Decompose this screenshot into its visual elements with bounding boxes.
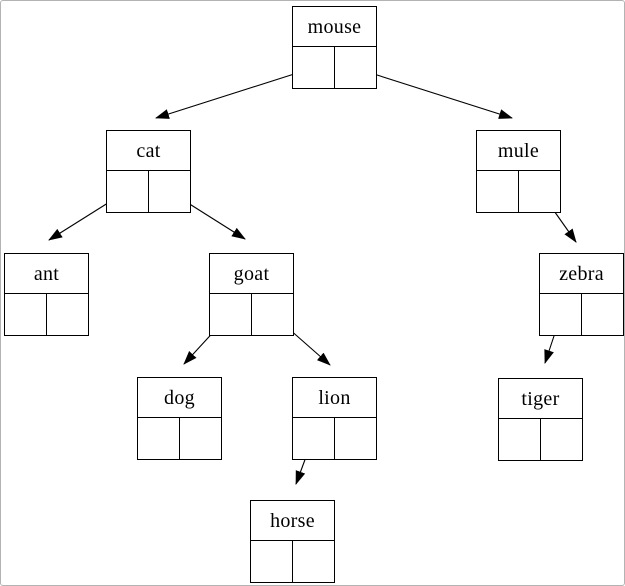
- edge-mouse-left-cat: [155, 67, 314, 119]
- pointer-cells: [251, 541, 334, 582]
- left-pointer-cell: [138, 418, 180, 459]
- left-pointer-cell: [293, 418, 335, 459]
- node-label: horse: [251, 501, 334, 541]
- pointer-cells: [5, 294, 88, 335]
- node-label: cat: [107, 131, 190, 171]
- left-pointer-cell: [540, 294, 582, 335]
- right-pointer-cell: [519, 171, 560, 212]
- edge-mouse-right-mule: [354, 67, 513, 119]
- right-pointer-cell: [541, 419, 582, 460]
- left-pointer-cell: [210, 294, 252, 335]
- node-label: zebra: [540, 254, 623, 294]
- right-pointer-cell: [335, 47, 376, 88]
- left-pointer-cell: [5, 294, 47, 335]
- right-pointer-cell: [335, 418, 376, 459]
- tree-node-lion: lion: [292, 377, 377, 460]
- tree-node-horse: horse: [250, 500, 335, 583]
- right-pointer-cell: [582, 294, 623, 335]
- right-pointer-cell: [180, 418, 221, 459]
- pointer-cells: [477, 171, 560, 212]
- tree-node-dog: dog: [137, 377, 222, 460]
- tree-node-tiger: tiger: [498, 378, 583, 461]
- tree-node-mouse: mouse: [292, 6, 377, 89]
- tree-node-cat: cat: [106, 130, 191, 213]
- pointer-cells: [540, 294, 623, 335]
- right-pointer-cell: [149, 171, 190, 212]
- right-pointer-cell: [293, 541, 334, 582]
- pointer-cells: [107, 171, 190, 212]
- left-pointer-cell: [107, 171, 149, 212]
- pointer-cells: [138, 418, 221, 459]
- node-label: lion: [293, 378, 376, 418]
- tree-node-ant: ant: [4, 253, 89, 336]
- pointer-cells: [210, 294, 293, 335]
- left-pointer-cell: [499, 419, 541, 460]
- tree-node-goat: goat: [209, 253, 294, 336]
- left-pointer-cell: [293, 47, 335, 88]
- pointer-cells: [293, 47, 376, 88]
- node-label: tiger: [499, 379, 582, 419]
- node-label: dog: [138, 378, 221, 418]
- tree-node-mule: mule: [476, 130, 561, 213]
- pointer-cells: [293, 418, 376, 459]
- left-pointer-cell: [477, 171, 519, 212]
- right-pointer-cell: [47, 294, 88, 335]
- right-pointer-cell: [252, 294, 293, 335]
- pointer-cells: [499, 419, 582, 460]
- node-label: goat: [210, 254, 293, 294]
- tree-node-zebra: zebra: [539, 253, 624, 336]
- node-label: mule: [477, 131, 560, 171]
- node-label: ant: [5, 254, 88, 294]
- node-label: mouse: [293, 7, 376, 47]
- left-pointer-cell: [251, 541, 293, 582]
